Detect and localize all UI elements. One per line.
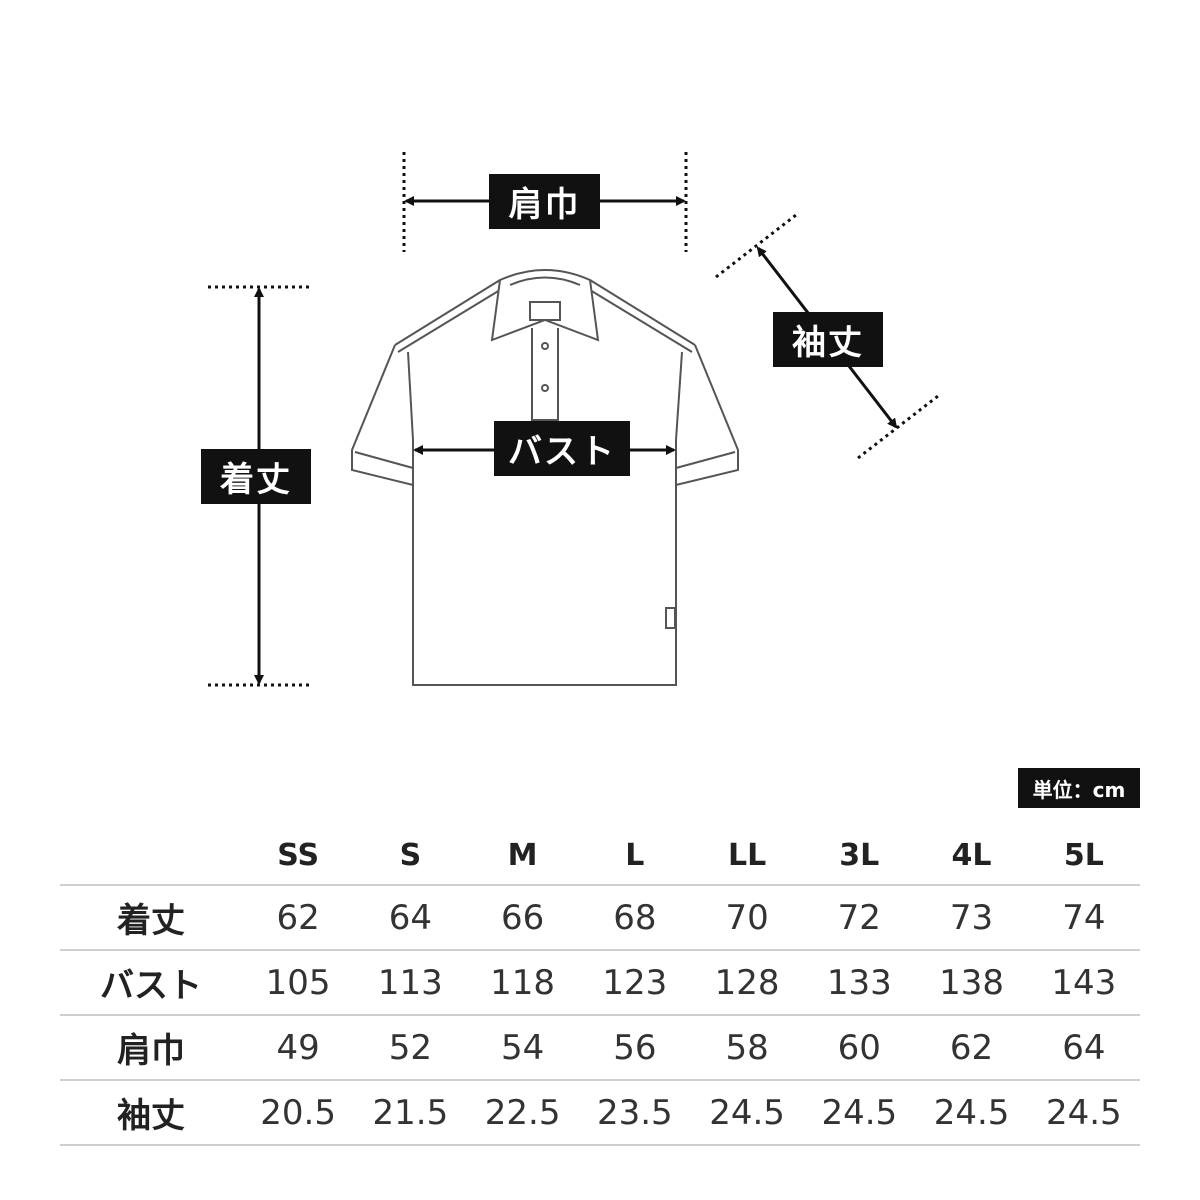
table-cell: 24.5 [821,1092,898,1133]
size-header: L [625,837,645,873]
table-cell: 62 [949,1027,994,1068]
table-cell: 60 [837,1027,881,1068]
table-row: バスト 105 113 118 123 128 133 138 143 [60,950,1140,1015]
row-label: 着丈 [117,901,185,941]
corner-cell [60,826,242,885]
size-header: 4L [951,837,992,873]
size-header-row: SS S M L LL 3L 4L 5L [60,826,1140,885]
table-cell: 133 [826,962,892,1003]
table-cell: 56 [613,1027,657,1068]
table-cell: 21.5 [372,1092,449,1133]
sleeve-label: 袖丈 [773,312,883,367]
table-row: 袖丈 20.5 21.5 22.5 23.5 24.5 24.5 24.5 24… [60,1080,1140,1145]
table-cell: 70 [725,897,769,938]
size-header: S [399,837,422,873]
table-cell: 62 [276,897,320,938]
row-label: バスト [100,966,202,1006]
table-cell: 123 [602,962,668,1003]
unit-label: 単位：cm [1018,768,1140,808]
size-header: SS [277,837,320,873]
table-cell: 54 [500,1027,545,1068]
table-cell: 20.5 [260,1092,336,1133]
polo-size-diagram [208,152,939,687]
table-cell: 128 [714,962,780,1003]
table-cell: 74 [1062,897,1106,938]
table-cell: 58 [725,1027,769,1068]
table-cell: 113 [377,962,443,1003]
table-cell: 138 [939,962,1004,1003]
size-table: SS S M L LL 3L 4L 5L 着丈 62 64 66 68 70 7… [60,826,1140,1146]
shoulder-label: 肩巾 [489,174,600,229]
table-cell: 24.5 [709,1092,785,1133]
size-header: M [507,837,538,873]
table-cell: 72 [837,897,881,938]
table-cell: 66 [500,897,545,938]
table-cell: 22.5 [484,1092,561,1133]
table-cell: 143 [1051,962,1117,1003]
polo-shirt-outline-icon [351,269,739,686]
table-cell: 24.5 [1045,1092,1122,1133]
size-header: LL [727,837,767,873]
table-cell: 73 [949,897,994,938]
table-cell: 52 [388,1027,432,1068]
length-label: 着丈 [201,449,311,504]
table-row: 肩巾 49 52 54 56 58 60 62 64 [60,1015,1140,1080]
table-cell: 118 [490,962,556,1003]
row-label: 袖丈 [117,1096,185,1136]
bust-label: バスト [494,421,630,476]
table-cell: 24.5 [933,1092,1010,1133]
table-cell: 23.5 [596,1092,673,1133]
size-header: 5L [1063,837,1104,873]
size-header: 3L [839,837,880,873]
table-row: 着丈 62 64 66 68 70 72 73 74 [60,885,1140,950]
table-cell: 64 [388,897,432,938]
row-label: 肩巾 [117,1031,185,1071]
table-cell: 105 [265,962,331,1003]
table-cell: 64 [1062,1027,1106,1068]
table-cell: 49 [276,1027,320,1068]
table-cell: 68 [613,897,657,938]
